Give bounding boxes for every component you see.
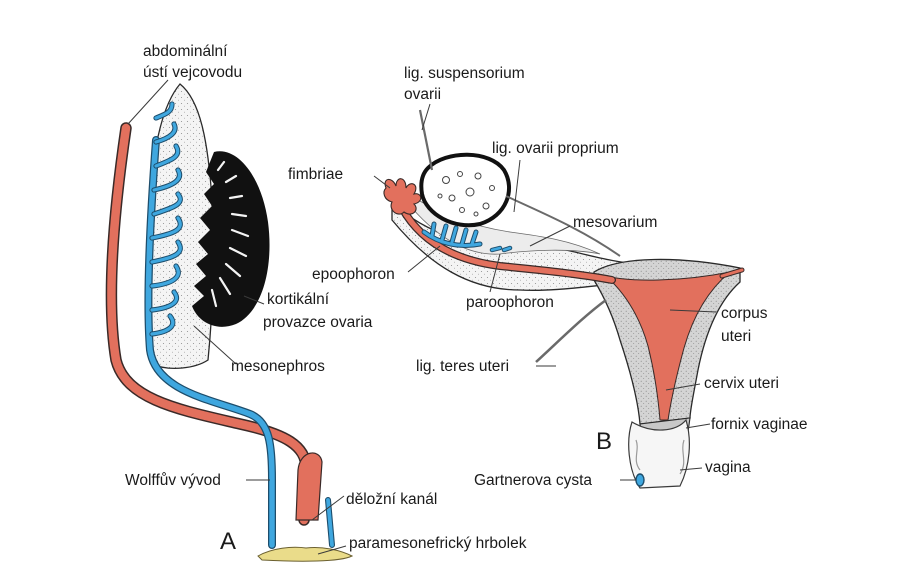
leader-uterine-canal	[311, 495, 345, 521]
label-lig-suspensorium-1: lig. suspensorium	[404, 65, 525, 82]
leader-vagina	[679, 467, 703, 471]
label-wolffian-duct: Wolffův vývod	[125, 472, 221, 489]
label-paroophoron: paroophoron	[466, 294, 554, 311]
label-cortical-cords-1: kortikální	[267, 291, 330, 308]
label-lig-ovarii-proprium: lig. ovarii proprium	[492, 140, 619, 157]
leader-paroophoron	[489, 253, 501, 293]
panel-a: abdominální ústí vejcovodu kortikální pr…	[105, 43, 527, 562]
lig-ovarii-proprium-structure	[505, 195, 621, 257]
epoophoron-structure	[421, 221, 483, 248]
label-corpus-uteri-2: uteri	[721, 328, 751, 345]
label-gartner-cyst: Gartnerova cysta	[474, 472, 592, 489]
label-lig-suspensorium-2: ovarii	[404, 86, 441, 103]
label-abdominal-ostium-1: abdominální	[143, 43, 228, 60]
leader-cortical-cords	[243, 295, 265, 305]
label-fimbriae: fimbriae	[288, 166, 343, 183]
paramesonephric-tubercle	[257, 546, 354, 562]
paramesonephric-duct-a	[105, 122, 323, 526]
label-mesonephros: mesonephros	[231, 358, 325, 375]
paroophoron-structure	[489, 245, 513, 253]
leader-epoophoron	[407, 245, 441, 273]
leader-fornix-vaginae	[685, 423, 711, 429]
leader-abdominal-ostium	[127, 79, 169, 125]
leader-fimbriae	[373, 175, 391, 189]
label-fornix-vaginae: fornix vaginae	[711, 416, 808, 433]
leader-mesonephros	[193, 325, 237, 365]
leader-corpus-uteri	[669, 309, 717, 313]
uterine-tube	[398, 204, 745, 284]
lig-suspensorium-structure	[418, 109, 434, 171]
uterine-cavity	[605, 271, 731, 421]
leader-lig-suspensorium	[421, 103, 431, 131]
label-vagina: vagina	[705, 459, 751, 476]
label-abdominal-ostium-2: ústí vejcovodu	[143, 64, 242, 81]
panel-letter-b: B	[596, 428, 612, 455]
leader-lig-ovarii-proprium	[513, 159, 521, 213]
ovary-cortex	[192, 151, 270, 327]
mesonephric-tubules	[149, 101, 183, 337]
label-lig-teres-uteri: lig. teres uteri	[416, 358, 509, 375]
panel-b: lig. suspensorium ovarii lig. ovarii pro…	[288, 65, 808, 489]
fimbriae-structure	[383, 178, 422, 215]
label-uterine-canal: děložní kanál	[346, 491, 437, 508]
label-corpus-uteri-1: corpus	[721, 305, 768, 322]
label-paramesonephric-tubercle: paramesonefrický hrbolek	[349, 535, 527, 552]
label-epoophoron: epoophoron	[312, 266, 395, 283]
label-mesovarium: mesovarium	[573, 214, 657, 231]
vagina-structure	[628, 418, 690, 489]
leader-mesovarium	[529, 225, 571, 247]
panel-letter-a: A	[220, 528, 236, 555]
gartner-cyst-structure	[635, 473, 645, 487]
leader-cervix-uteri	[665, 383, 701, 391]
ovary-b	[419, 152, 511, 228]
label-cortical-cords-2: provazce ovaria	[263, 314, 373, 331]
leader-tubercle	[317, 545, 347, 555]
lig-teres-structure	[535, 298, 607, 363]
label-cervix-uteri: cervix uteri	[704, 375, 779, 392]
